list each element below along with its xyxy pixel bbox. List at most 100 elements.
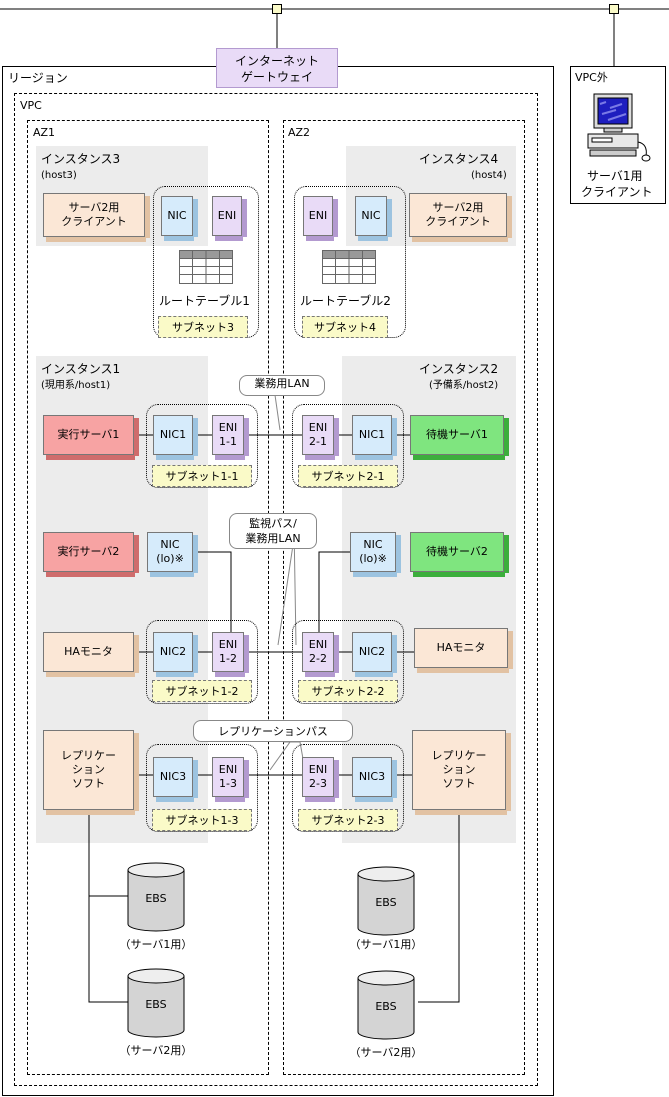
- subnet2-3-group: [292, 744, 404, 832]
- instance2-title: インスタンス2: [419, 362, 499, 376]
- eni1-1-line1: ENI: [218, 421, 238, 434]
- az1-frame: [27, 120, 269, 1075]
- az2-nic2: NIC2: [352, 632, 397, 677]
- subnet4: サブネット4: [302, 316, 388, 338]
- az1-ha-monitor: HAモニタ: [43, 632, 139, 677]
- instance4-client-line1: サーバ2用: [432, 201, 484, 214]
- az1-ebs2-caption: （サーバ2用）: [119, 1044, 193, 1057]
- subnet2-2-group: [292, 620, 404, 704]
- az1-nic-lo-line1: NIC: [160, 538, 180, 551]
- az1-ebs1-icon: EBS: [127, 862, 185, 932]
- subnet1-2-group: [146, 620, 258, 704]
- instance3-client-line2: クライアント: [61, 215, 127, 228]
- az2-repl-line3: ソフト: [442, 777, 476, 790]
- eni2-1-line1: ENI: [308, 421, 328, 434]
- eni2-2-line1: ENI: [308, 638, 328, 651]
- instance1-host: (現用系/host1): [41, 380, 111, 391]
- instance2-host: (予備系/host2): [429, 380, 499, 391]
- eni2-1-line2: 2-1: [309, 435, 327, 448]
- monitor-path-line1: 監視パス/: [249, 517, 297, 530]
- exec-server2: 実行サーバ2: [43, 532, 139, 577]
- monitor-path-callout: 監視パス/ 業務用LAN: [229, 513, 317, 549]
- subnet1-3-group: [146, 744, 258, 832]
- instance3-title: インスタンス3: [41, 152, 121, 166]
- az2-nic1: NIC1: [352, 415, 397, 460]
- monitor-path-line2: 業務用LAN: [245, 532, 301, 545]
- az2-ebs1-caption: （サーバ1用）: [349, 938, 423, 951]
- instance4-title: インスタンス4: [419, 152, 499, 166]
- az2-nic-lo-line2: (lo)※: [359, 552, 387, 565]
- az1-repl-line2: ション: [72, 763, 105, 776]
- instance3-nic: NIC: [161, 196, 198, 241]
- vpc-outside-label: VPC外: [575, 71, 608, 84]
- az1-ebs2-icon: EBS: [127, 968, 185, 1038]
- eni2-2-line2: 2-2: [309, 652, 327, 665]
- internet-gateway-line2: ゲートウェイ: [240, 70, 313, 84]
- az1-nic2: NIC2: [153, 632, 198, 677]
- az1-repl-line1: レプリケー: [61, 749, 116, 762]
- eni1-3-line1: ENI: [218, 763, 238, 776]
- subnet2-1-group: [292, 404, 404, 488]
- az2-ebs2-icon: EBS: [357, 970, 415, 1040]
- business-lan-callout: 業務用LAN: [239, 375, 325, 396]
- eni1-2-line1: ENI: [218, 638, 238, 651]
- subnet2-1: サブネット2-1: [298, 465, 398, 487]
- az1-ebs1-caption: （サーバ1用）: [119, 938, 193, 951]
- az2-repl-line1: レプリケー: [431, 749, 487, 762]
- subnet1-2: サブネット1-2: [152, 680, 252, 702]
- instance4-nic: NIC: [355, 196, 392, 241]
- subnet1-1-group: [146, 404, 258, 488]
- route-table-2-label: ルートテーブル2: [300, 294, 391, 308]
- subnet1-1: サブネット1-1: [152, 465, 252, 487]
- instance4-server2-client: サーバ2用クライアント: [409, 193, 512, 242]
- az1-nic1: NIC1: [153, 415, 198, 460]
- instance3-server2-client: サーバ2用クライアント: [43, 193, 150, 242]
- az2-label: AZ2: [288, 126, 311, 139]
- vpc-frame: [14, 93, 538, 1086]
- az2-ebs2-label: EBS: [375, 1000, 396, 1013]
- internet-gateway-line1: インターネット: [234, 54, 319, 68]
- route-table-1-icon: [179, 250, 233, 284]
- az2-ebs1-label: EBS: [375, 896, 396, 909]
- instance1-title: インスタンス1: [41, 362, 121, 376]
- az2-ha-monitor: HAモニタ: [414, 628, 513, 673]
- internet-gateway: インターネット ゲートウェイ: [216, 48, 338, 88]
- subnet1-3: サブネット1-3: [152, 809, 252, 831]
- eni1-2-line2: 1-2: [219, 652, 237, 665]
- az1-replication-software: レプリケーションソフト: [43, 730, 139, 815]
- instance4-client-line2: クライアント: [425, 215, 491, 228]
- subnet2-3: サブネット2-3: [298, 809, 398, 831]
- exec-server1: 実行サーバ1: [43, 415, 139, 460]
- computer-icon: [587, 93, 651, 162]
- az1-nic-lo-line2: (lo)※: [156, 552, 184, 565]
- eni2-3-line1: ENI: [308, 763, 328, 776]
- az2-ebs2-caption: （サーバ2用）: [349, 1046, 423, 1059]
- route-table-1-label: ルートテーブル1: [159, 294, 250, 308]
- az2-nic-lo: NIC(lo)※: [350, 532, 401, 577]
- eni1-1-line2: 1-1: [219, 435, 237, 448]
- standby-server2: 待機サーバ2: [410, 532, 509, 577]
- instance3-eni: ENI: [212, 196, 247, 241]
- az2-replication-software: レプリケーションソフト: [412, 730, 511, 815]
- az2-nic-lo-line1: NIC: [363, 538, 383, 551]
- vpc-label: VPC: [20, 99, 42, 112]
- vpc-outside-client-line1: サーバ1用: [587, 169, 643, 183]
- instance4-eni: ENI: [303, 196, 338, 241]
- instance4-host: (host4): [471, 170, 507, 181]
- az1-nic3: NIC3: [153, 757, 198, 802]
- eni1-3-line2: 1-3: [219, 777, 237, 790]
- replication-path-callout: レプリケーションパス: [193, 720, 353, 742]
- az2-repl-line2: ション: [442, 763, 476, 776]
- gateway-connector: [272, 4, 282, 14]
- instance3-client-line1: サーバ2用: [68, 201, 120, 214]
- subnet3: サブネット3: [158, 316, 248, 338]
- standby-server1: 待機サーバ1: [410, 415, 509, 460]
- az1-ebs2-label: EBS: [145, 998, 166, 1011]
- az2-nic3: NIC3: [352, 757, 397, 802]
- instance3-host: (host3): [41, 170, 77, 181]
